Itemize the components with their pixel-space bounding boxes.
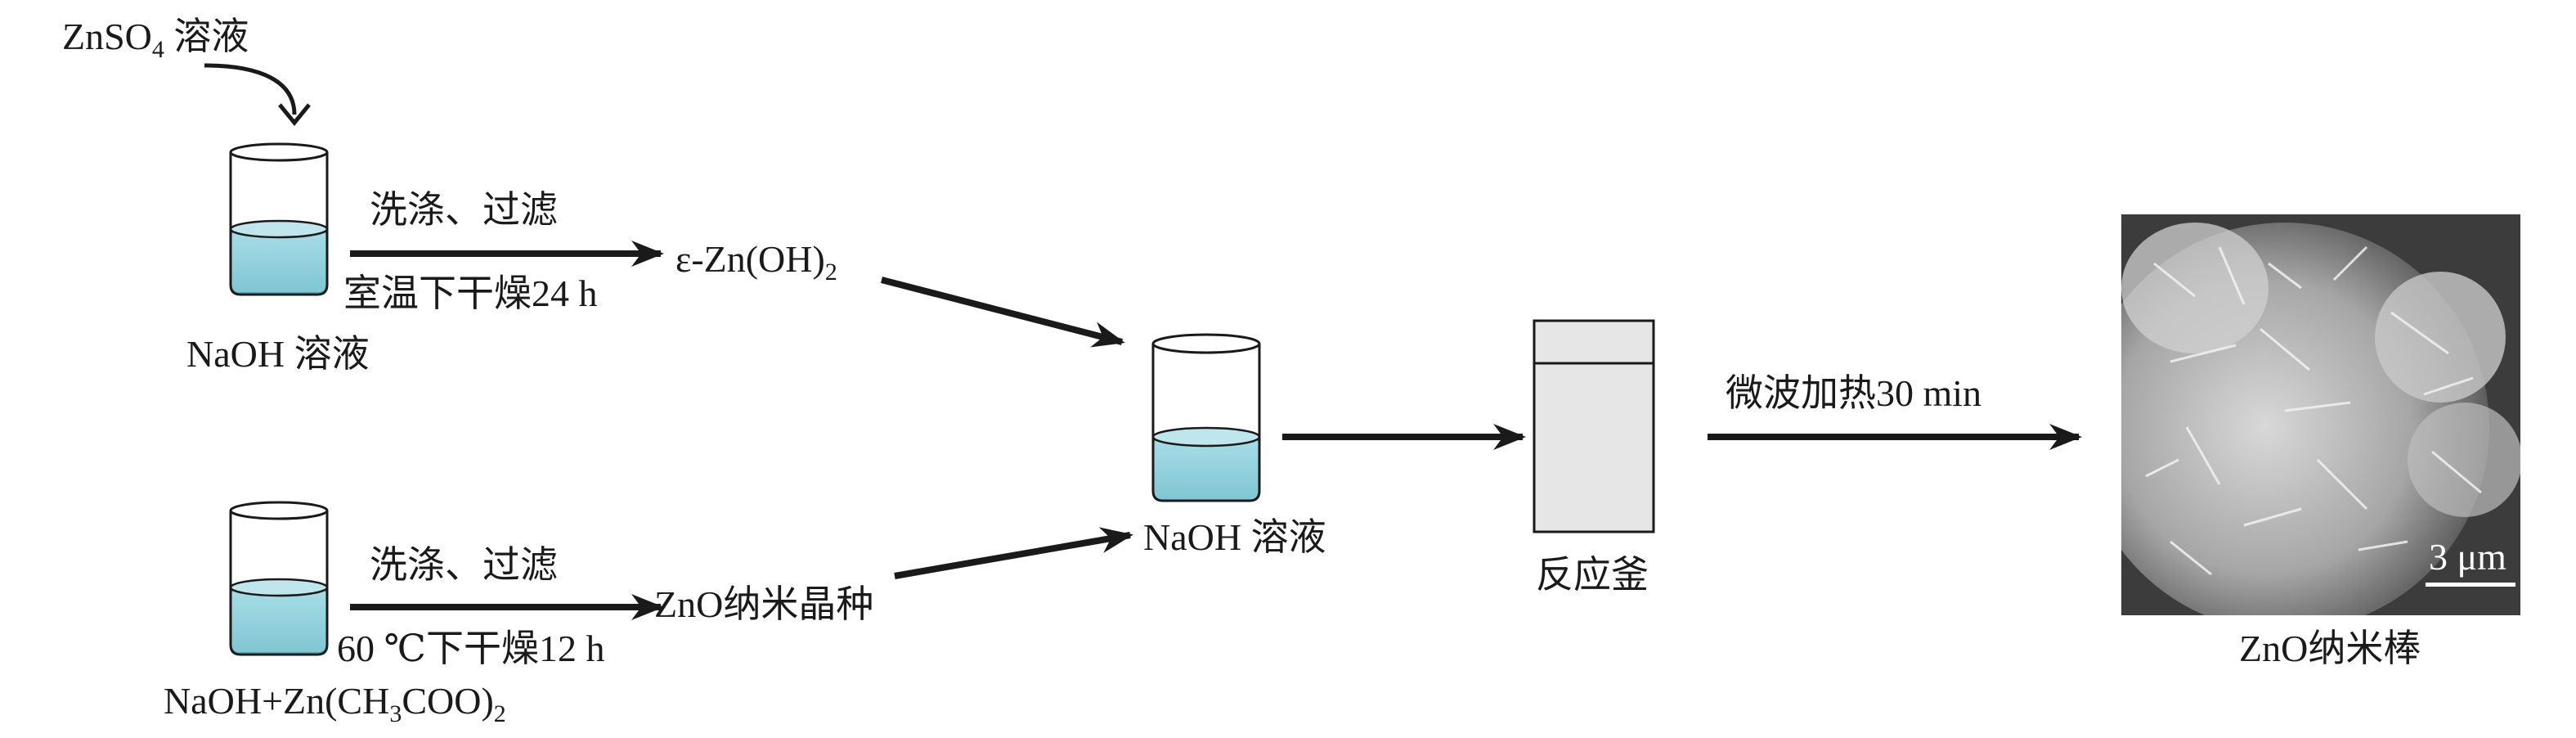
label-zno-nanorods: ZnO纳米棒 [2239, 628, 2421, 669]
label-naoh-solution-middle: NaOH 溶液 [1143, 516, 1326, 558]
beaker-naoh-top [229, 142, 329, 296]
label-epsilon-zn-oh: ε-Zn(OH)2 [675, 238, 837, 286]
label-znso4-solution: ZnSO4 溶液 [62, 16, 249, 63]
scale-bar-label: 3 μm [2429, 536, 2506, 578]
beaker-naoh-zn-acetate [229, 501, 329, 656]
sem-texture [2121, 214, 2520, 615]
sem-image-zno-nanorods [2121, 214, 2520, 615]
label-dry-60c: 60 ℃下干燥12 h [337, 628, 605, 669]
label-microwave-heating: 微波加热30 min [1726, 372, 1982, 414]
label-zno-seed: ZnO纳米晶种 [654, 583, 874, 625]
label-wash-filter-bottom: 洗涤、过滤 [370, 544, 558, 586]
label-dry-room-temp: 室温下干燥24 h [343, 272, 598, 314]
arrow-seed-to-beaker [894, 527, 1133, 579]
arrow-zn-oh-to-beaker [880, 277, 1125, 348]
scale-bar-line [2426, 583, 2515, 587]
beaker-naoh-middle [1151, 333, 1261, 502]
label-wash-filter-top: 洗涤、过滤 [370, 189, 558, 231]
label-naoh-solution-top: NaOH 溶液 [186, 333, 370, 375]
reactor-vessel [1533, 319, 1655, 533]
znso4-pour-arrow [204, 63, 311, 126]
label-naoh-zn-acetate: NaOH+Zn(CH3COO)2 [164, 680, 506, 727]
label-reactor: 反应釜 [1536, 554, 1649, 596]
